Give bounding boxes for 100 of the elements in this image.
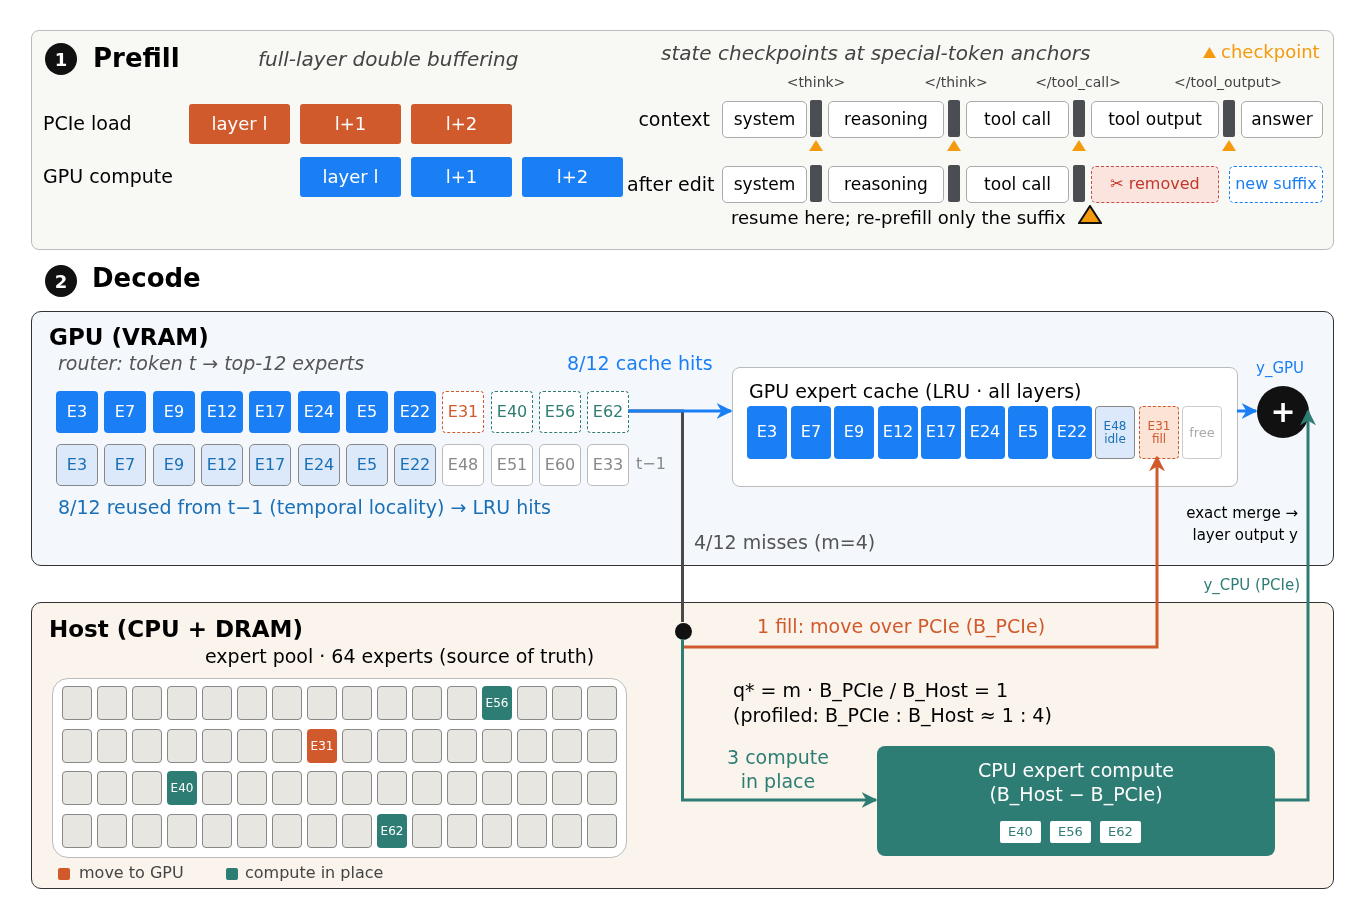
expert-slot xyxy=(552,686,582,720)
expert-chip: E48 idle xyxy=(1095,406,1135,459)
expert-chip: E22 xyxy=(1052,406,1092,459)
expert-slot xyxy=(552,729,582,763)
expert-slot xyxy=(237,686,267,720)
expert-chip: E22 xyxy=(394,391,436,433)
expert-slot xyxy=(517,814,547,848)
expert-chip: E12 xyxy=(878,406,918,459)
legend-label: move to GPU xyxy=(79,863,184,882)
expert-slot xyxy=(167,729,197,763)
expert-chip: E9 xyxy=(834,406,874,459)
box-title: CPU expert compute (B_Host − B_PCIe) xyxy=(976,758,1176,806)
expert-slot xyxy=(132,814,162,848)
note: 8/12 reused from t−1 (temporal locality) → LRU hits xyxy=(58,496,551,518)
expert-slot xyxy=(272,729,302,763)
expert-slot xyxy=(97,771,127,805)
expert-slot xyxy=(587,814,617,848)
expert-slot xyxy=(447,814,477,848)
expert-slot xyxy=(517,729,547,763)
cpu-compute-box xyxy=(877,746,1275,856)
expert-chip: E56 xyxy=(539,391,581,433)
context-segment: tool call xyxy=(966,101,1069,138)
pool-title: expert pool · 64 experts (source of truth) xyxy=(205,645,595,667)
row-label: context xyxy=(638,108,710,130)
cache-title: GPU expert cache (LRU · all layers) xyxy=(749,380,1082,402)
layer-block: l+2 xyxy=(522,157,623,197)
expert-slot xyxy=(307,686,337,720)
expert-chip: E31 fill xyxy=(1139,406,1179,459)
expert-slot xyxy=(237,814,267,848)
expert-slot xyxy=(447,729,477,763)
expert-slot xyxy=(237,771,267,805)
expert-slot xyxy=(412,729,442,763)
anchor-token: </tool_call> xyxy=(1035,74,1121,90)
context-segment: reasoning xyxy=(828,166,944,203)
edge-label: y_CPU (PCIe) xyxy=(1203,576,1300,594)
expert-slot xyxy=(202,771,232,805)
expert-slot xyxy=(377,729,407,763)
expert-chip: E17 xyxy=(921,406,961,459)
formula: q* = m · B_PCIe / B_Host = 1 xyxy=(733,679,1009,701)
expert-chip: E40 xyxy=(491,391,533,433)
expert-chip: E5 xyxy=(346,444,388,486)
expert-slot xyxy=(377,771,407,805)
arrow xyxy=(1237,403,1258,419)
expert-chip: E62 xyxy=(1100,821,1141,843)
row-label: t−1 xyxy=(636,454,666,473)
expert-slot xyxy=(272,686,302,720)
arrow xyxy=(681,639,878,808)
expert-slot xyxy=(132,771,162,805)
row-label: GPU compute xyxy=(43,165,173,187)
layer-block: layer l xyxy=(300,157,401,197)
note: 4/12 misses (m=4) xyxy=(694,531,876,553)
context-segment: system xyxy=(722,101,807,138)
formula: (profiled: B_PCIe : B_Host ≈ 1 : 4) xyxy=(733,704,1052,726)
expert-slot xyxy=(587,686,617,720)
expert-slot xyxy=(62,686,92,720)
expert-chip: E12 xyxy=(201,444,243,486)
layer-block: l+2 xyxy=(411,104,512,144)
expert-slot xyxy=(552,771,582,805)
note: router: token t → top-12 experts xyxy=(58,352,365,374)
expert-slot xyxy=(447,771,477,805)
note: 8/12 cache hits xyxy=(567,352,713,374)
expert-slot xyxy=(97,729,127,763)
expert-slot xyxy=(447,686,477,720)
expert-chip: E48 xyxy=(442,444,484,486)
expert-slot xyxy=(62,729,92,763)
junction-dot xyxy=(675,623,692,640)
row-label: after edit xyxy=(627,173,715,195)
arrow xyxy=(628,403,733,419)
suffix-segment: new suffix xyxy=(1229,166,1323,203)
context-segment: tool output xyxy=(1091,101,1219,138)
removed-segment: ✂ removed xyxy=(1091,166,1219,203)
prefill-panel xyxy=(31,30,1334,250)
expert-chip: E17 xyxy=(249,444,291,486)
sum-circle: + xyxy=(1257,386,1309,438)
host-panel xyxy=(31,602,1334,889)
expert-chip: E9 xyxy=(153,391,195,433)
expert-chip: E7 xyxy=(791,406,831,459)
legend-label: checkpoint xyxy=(1221,41,1320,62)
expert-slot xyxy=(482,771,512,805)
expert-slot xyxy=(412,814,442,848)
expert-slot xyxy=(202,686,232,720)
legend-label: compute in place xyxy=(245,863,384,882)
expert-chip: E22 xyxy=(394,444,436,486)
expert-slot xyxy=(167,686,197,720)
cache-box xyxy=(732,367,1238,487)
note: exact merge → layer output y xyxy=(1185,503,1298,546)
expert-slot xyxy=(202,729,232,763)
layer-block: l+1 xyxy=(411,157,512,197)
context-segment: system xyxy=(722,166,807,203)
expert-chip: E3 xyxy=(56,391,98,433)
expert-chip: E31 xyxy=(442,391,484,433)
expert-slot xyxy=(342,729,372,763)
arrow xyxy=(1274,409,1316,802)
expert-slot xyxy=(62,814,92,848)
expert-chip: E7 xyxy=(104,391,146,433)
edge-label: y_GPU xyxy=(1256,359,1305,377)
anchor-token: <think> xyxy=(786,74,846,90)
expert-slot xyxy=(132,686,162,720)
expert-slot xyxy=(167,814,197,848)
section-title: Decode xyxy=(92,263,201,293)
